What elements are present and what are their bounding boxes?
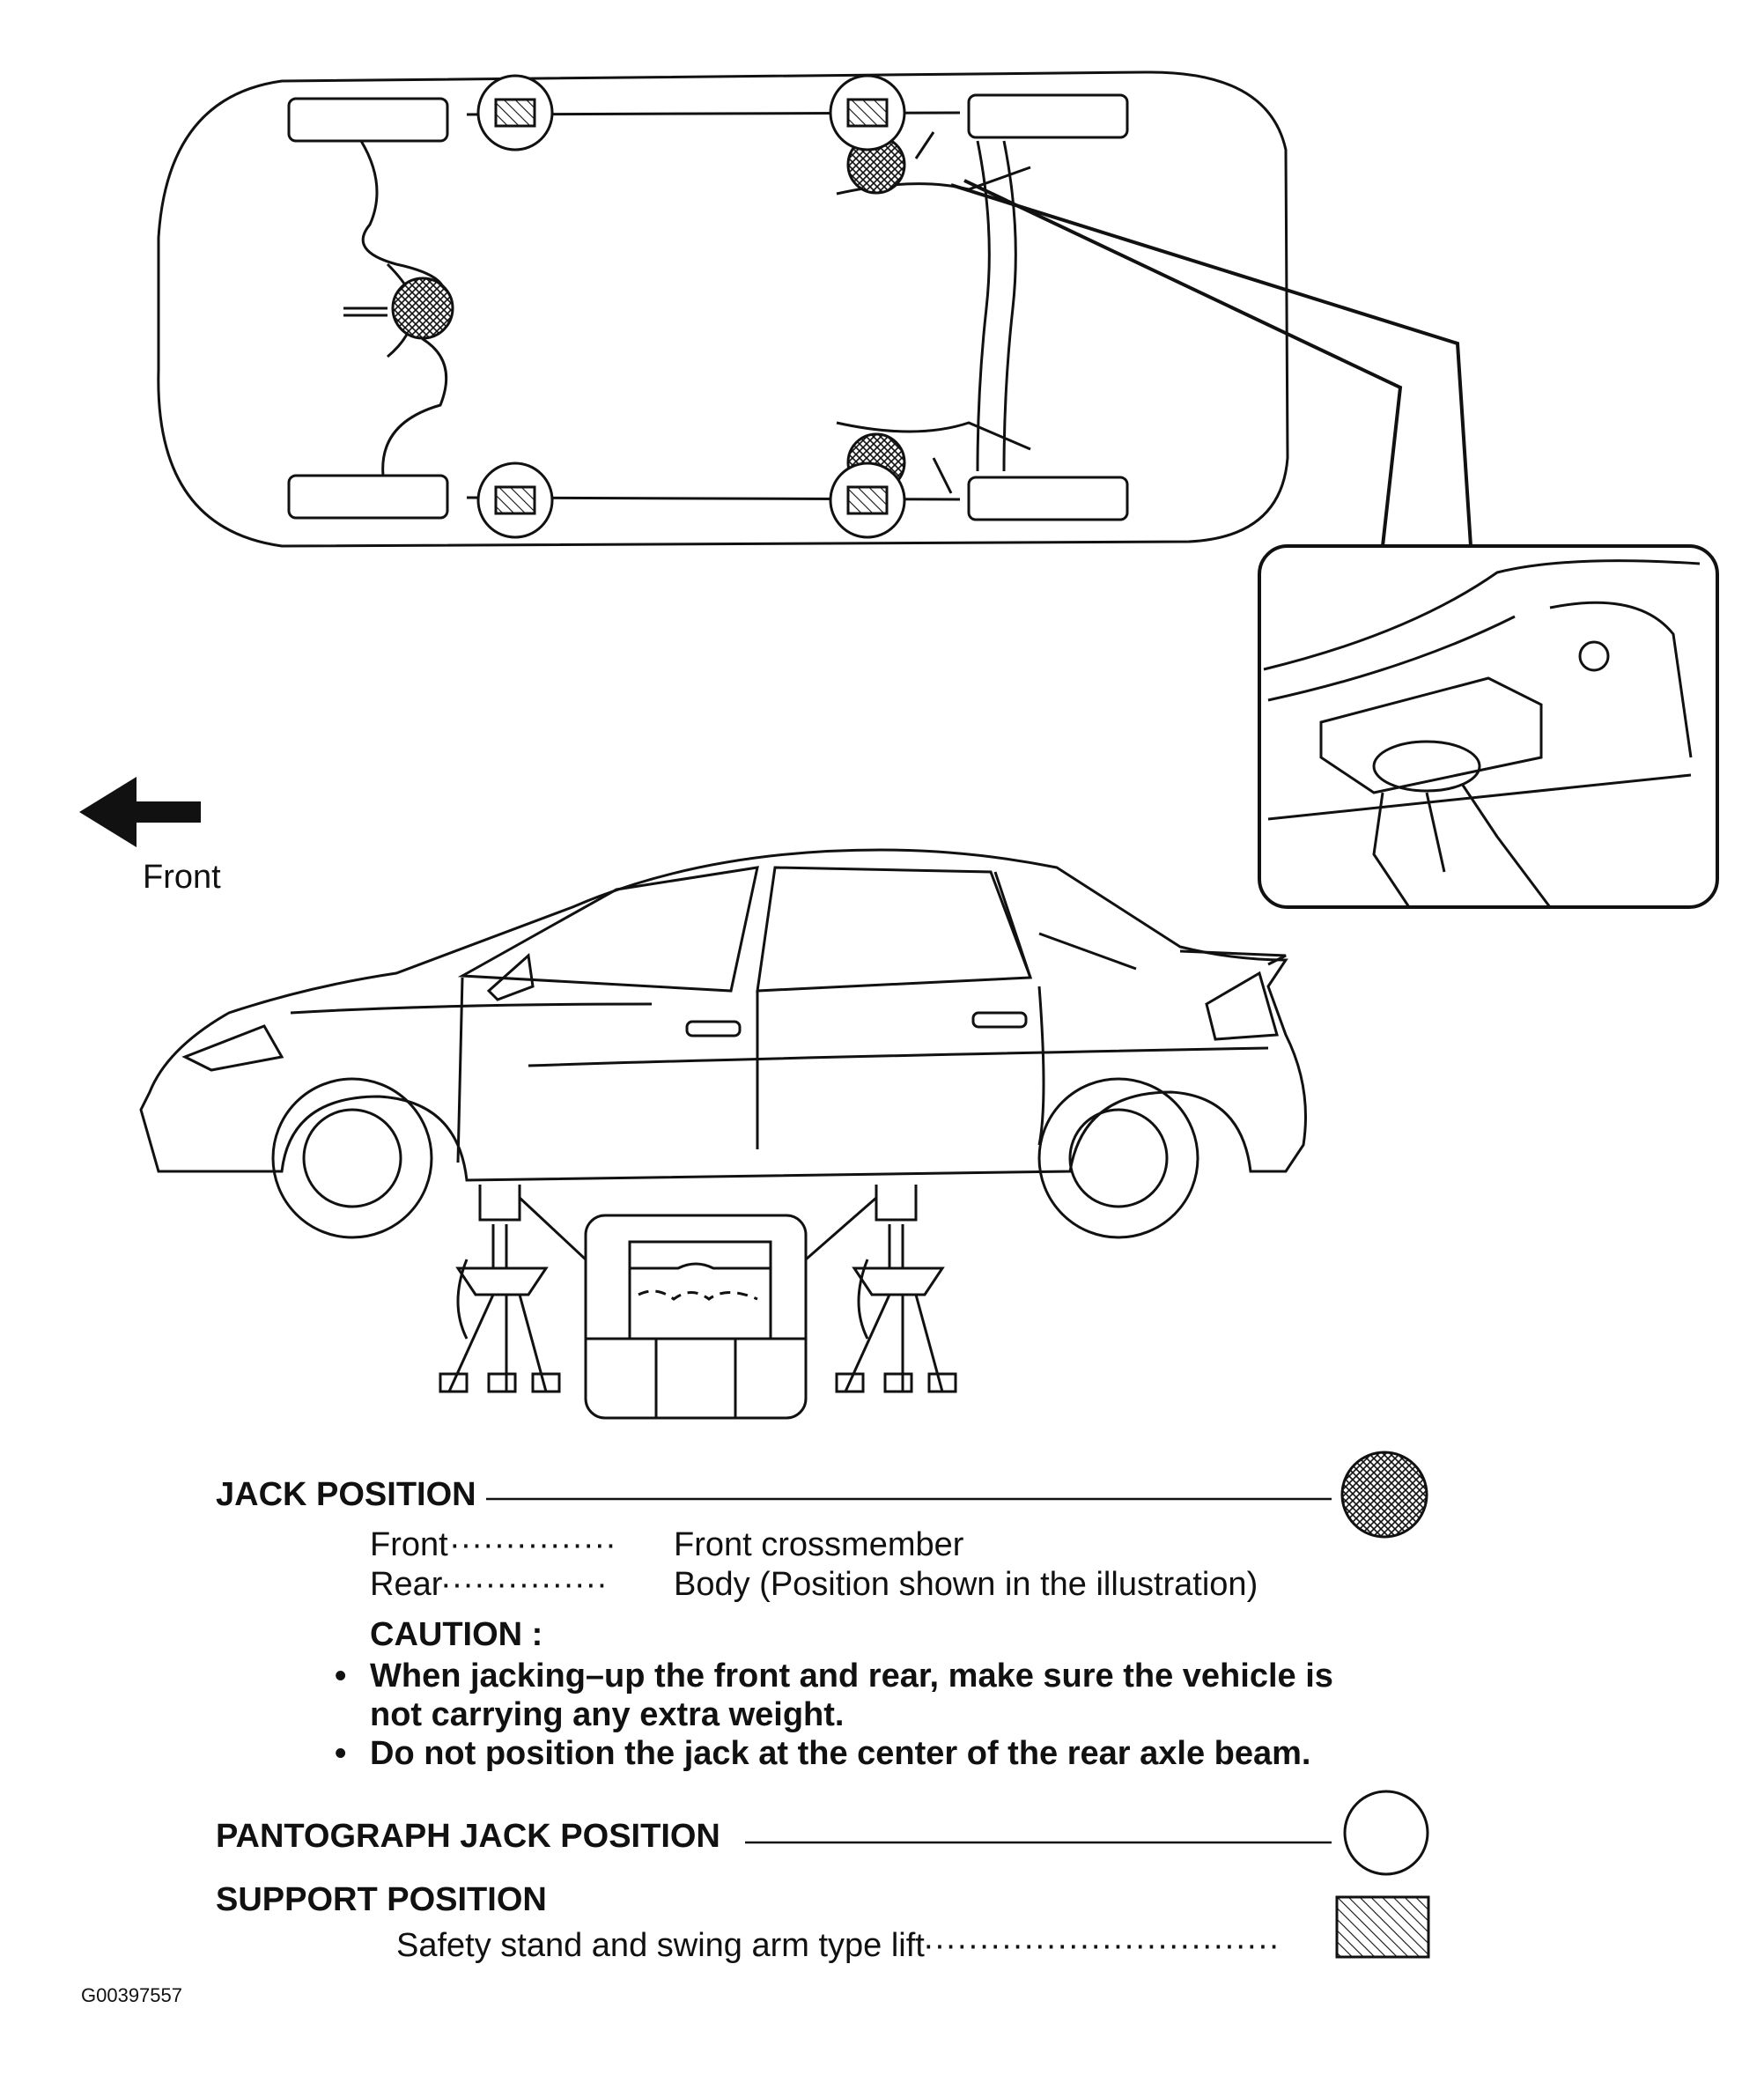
caution-bullet-1: • [335,1658,347,1695]
car-underbody-view [157,70,1472,548]
direction-label: Front [143,859,221,896]
caution-title: CAUTION : [370,1616,543,1653]
jack-row-rear-key: Rear [370,1566,443,1603]
support-points-top [476,74,906,539]
legend-lines [486,1497,1332,1844]
jack-row-front-value: Front crossmember [674,1526,964,1563]
caution-item-1-line1: When jacking–up the front and rear, make… [370,1658,1333,1695]
figure-id: G00397557 [81,1984,182,2006]
support-dots: ································ [923,1927,1280,1964]
pantograph-title: PANTOGRAPH JACK POSITION [216,1818,720,1855]
crosshatch-circle-icon [1340,1451,1428,1539]
jack-points-top [391,135,906,492]
hatched-square-icon [1335,1895,1430,1959]
caution-item-1-line2: not carrying any extra weight. [370,1696,845,1733]
jack-row-front-dots: ··············· [449,1526,616,1563]
car-side-view [139,848,1307,1239]
jack-row-rear-dots: ··············· [440,1566,608,1603]
caution-item-2-line1: Do not position the jack at the center o… [370,1735,1311,1772]
support-title: SUPPORT POSITION [216,1881,547,1918]
jack-row-front-key: Front [370,1526,448,1563]
caution-bullet-2: • [335,1735,347,1772]
detail-inset [1258,544,1719,909]
support-item: Safety stand and swing arm type lift [396,1927,925,1964]
open-circle-icon [1343,1790,1429,1876]
arrow-left-icon [79,777,201,847]
legend-icons [1335,1451,1430,1959]
jack-position-title: JACK POSITION [216,1476,476,1513]
jack-row-rear-value: Body (Position shown in the illustration… [674,1566,1258,1603]
stand-detail-inset [584,1214,808,1420]
